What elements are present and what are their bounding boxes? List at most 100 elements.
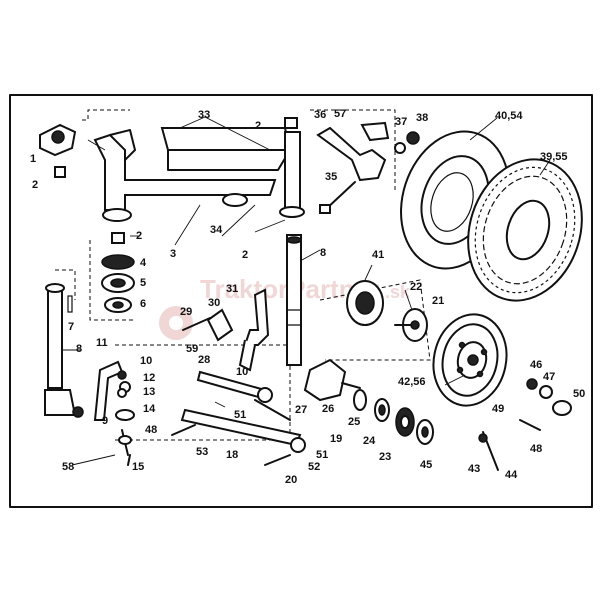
label-1: 1 bbox=[30, 153, 36, 165]
gear-icon bbox=[159, 306, 193, 340]
label-38: 38 bbox=[416, 112, 428, 124]
part-1-bracket bbox=[39, 123, 77, 178]
label-47: 47 bbox=[543, 371, 555, 383]
part-15-pin bbox=[127, 454, 131, 466]
label-13: 13 bbox=[143, 386, 155, 398]
label-27: 27 bbox=[295, 404, 307, 416]
label-11: 11 bbox=[96, 337, 108, 349]
part-28-tie-rod bbox=[196, 370, 291, 421]
part-46-washer bbox=[526, 378, 538, 390]
label-24: 24 bbox=[363, 435, 376, 447]
label-42-56: 42,56 bbox=[398, 376, 426, 388]
label-53: 53 bbox=[196, 446, 208, 458]
part-8-spindle-left bbox=[44, 283, 84, 418]
label-19: 19 bbox=[330, 433, 342, 445]
part-53-bolt bbox=[171, 424, 196, 436]
label-34: 34 bbox=[210, 224, 223, 236]
watermark-tld: .sk bbox=[385, 282, 411, 302]
group-bracket-top bbox=[82, 109, 130, 121]
pivot-tube-right bbox=[279, 117, 305, 218]
label-35: 35 bbox=[325, 171, 337, 183]
part-31-bracket bbox=[238, 288, 270, 372]
label-29: 29 bbox=[180, 306, 192, 318]
label-36: 36 bbox=[314, 109, 326, 121]
label-9: 9 bbox=[102, 415, 108, 427]
label-49: 49 bbox=[492, 403, 504, 415]
label-2b: 2 bbox=[136, 230, 142, 242]
part-26-knuckle bbox=[303, 358, 361, 402]
part-29-bolt bbox=[182, 317, 211, 331]
label-30: 30 bbox=[208, 297, 220, 309]
group-bracket-bearing bbox=[89, 240, 135, 321]
part-20-screw bbox=[264, 454, 291, 466]
part-48-stud bbox=[519, 419, 541, 431]
label-37: 37 bbox=[395, 116, 407, 128]
part-41-cap bbox=[346, 280, 384, 326]
label-14: 14 bbox=[143, 403, 156, 415]
label-7: 7 bbox=[68, 321, 74, 333]
label-21: 21 bbox=[432, 295, 444, 307]
part-42-wheel-rim bbox=[432, 313, 508, 407]
label-40-54: 40,54 bbox=[495, 110, 523, 122]
part-33-cross-beam bbox=[160, 127, 292, 171]
label-26: 26 bbox=[322, 403, 334, 415]
part-57-clamp bbox=[360, 121, 390, 142]
label-31: 31 bbox=[226, 283, 238, 295]
label-58: 58 bbox=[62, 461, 74, 473]
group-bracket-steering bbox=[310, 109, 396, 190]
bearing-stack bbox=[101, 232, 135, 313]
label-28: 28 bbox=[198, 354, 210, 366]
label-8a: 8 bbox=[76, 343, 82, 355]
part-18-link-rod bbox=[171, 408, 306, 466]
label-2c: 2 bbox=[255, 120, 261, 132]
label-4: 4 bbox=[140, 257, 147, 269]
label-52: 52 bbox=[308, 461, 320, 473]
part-38-nut bbox=[406, 131, 420, 145]
part-8-spindle-center bbox=[286, 234, 302, 366]
part-labels: 1 2 2 2 2 3 4 5 6 7 8 8 9 10 10 11 12 13… bbox=[30, 108, 585, 486]
label-43: 43 bbox=[468, 463, 480, 475]
diagram-frame bbox=[9, 94, 593, 508]
label-10: 10 bbox=[140, 355, 152, 367]
part-16-nut bbox=[118, 435, 132, 445]
part-47-nut bbox=[539, 385, 553, 399]
label-44: 44 bbox=[505, 469, 518, 481]
label-48: 48 bbox=[530, 443, 542, 455]
group-bracket-link bbox=[115, 344, 291, 441]
part-50-cap bbox=[552, 400, 572, 416]
hub-bearing-set bbox=[353, 389, 434, 445]
part-2-bushing bbox=[54, 166, 66, 178]
label-18: 18 bbox=[226, 449, 238, 461]
part-22-hub-flange bbox=[394, 308, 428, 342]
label-8b: 8 bbox=[320, 247, 326, 259]
label-45: 45 bbox=[420, 459, 432, 471]
label-50: 50 bbox=[573, 388, 585, 400]
label-2a: 2 bbox=[32, 179, 38, 191]
leader-lines bbox=[62, 116, 551, 466]
part-37-washer bbox=[394, 142, 406, 154]
label-33: 33 bbox=[198, 109, 210, 121]
label-3: 3 bbox=[170, 248, 176, 260]
part-36-steering-lever bbox=[316, 121, 390, 214]
label-51: 51 bbox=[234, 409, 246, 421]
label-2d: 2 bbox=[242, 249, 248, 261]
label-22: 22 bbox=[410, 281, 422, 293]
label-41: 41 bbox=[372, 249, 384, 261]
label-46: 46 bbox=[530, 359, 542, 371]
label-23: 23 bbox=[379, 451, 391, 463]
part-3-axle-beam bbox=[93, 129, 277, 222]
label-20: 20 bbox=[285, 474, 297, 486]
label-5: 5 bbox=[140, 277, 146, 289]
part-43-nut bbox=[478, 433, 488, 443]
label-25: 25 bbox=[348, 416, 360, 428]
label-59: 59 bbox=[186, 343, 198, 355]
part-30-clamp bbox=[206, 308, 234, 342]
label-10b: 10 bbox=[236, 366, 248, 378]
label-6: 6 bbox=[140, 298, 146, 310]
label-16: 48 bbox=[145, 424, 157, 436]
label-15: 15 bbox=[132, 461, 144, 473]
label-39-55: 39,55 bbox=[540, 151, 568, 163]
label-12: 12 bbox=[143, 372, 155, 384]
